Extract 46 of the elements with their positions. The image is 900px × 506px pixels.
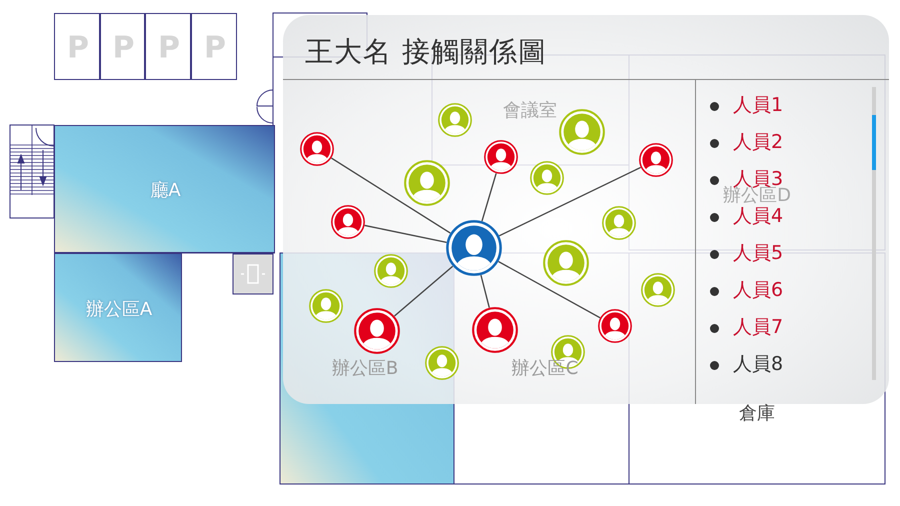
person-icon xyxy=(559,109,605,155)
connector-line xyxy=(498,166,641,236)
contact-panel xyxy=(283,15,889,404)
person-icon xyxy=(598,309,632,343)
person-name: 人員2 xyxy=(733,130,784,155)
person-icon xyxy=(374,254,408,288)
parking-space xyxy=(54,13,100,80)
room-label: 辦公區B xyxy=(332,357,398,380)
parking-space xyxy=(100,13,145,80)
person-name: 人員5 xyxy=(733,241,784,266)
room-label: 辦公區D xyxy=(723,185,791,207)
person-icon xyxy=(404,160,450,206)
connector-line xyxy=(394,266,454,317)
connector-line xyxy=(364,224,447,243)
person-icon xyxy=(641,273,675,307)
room-label: 廳A xyxy=(150,179,181,202)
connector-line xyxy=(481,173,497,222)
person-name: 人員8 xyxy=(733,352,784,377)
parking-space xyxy=(191,13,237,80)
person-icon xyxy=(530,161,564,195)
room-label: 倉庫 xyxy=(739,402,775,425)
room-label: 辦公區A xyxy=(86,298,152,320)
person-icon xyxy=(602,206,636,240)
person-icon xyxy=(300,132,334,166)
person-icon xyxy=(438,103,472,137)
person-icon xyxy=(354,308,400,354)
person-name: 人員7 xyxy=(733,315,784,340)
person-name: 人員4 xyxy=(733,204,784,229)
person-icon xyxy=(484,140,518,174)
person-icon xyxy=(331,205,365,239)
room-label: 會議室 xyxy=(503,99,557,122)
person-icon xyxy=(543,240,589,286)
parking-space xyxy=(145,13,191,80)
person-icon xyxy=(309,289,343,323)
room xyxy=(54,253,182,362)
connector-line xyxy=(331,158,451,234)
person-icon xyxy=(472,307,518,353)
connector-line xyxy=(498,260,600,318)
person-name: 人員6 xyxy=(733,278,784,303)
person-icon xyxy=(639,143,673,177)
panel-title: 王大名 接觸關係圖 xyxy=(305,34,547,70)
person-icon xyxy=(446,220,502,276)
room xyxy=(54,125,275,253)
person-name: 人員1 xyxy=(733,93,784,118)
connector-line xyxy=(480,274,490,308)
person-icon xyxy=(425,346,459,380)
